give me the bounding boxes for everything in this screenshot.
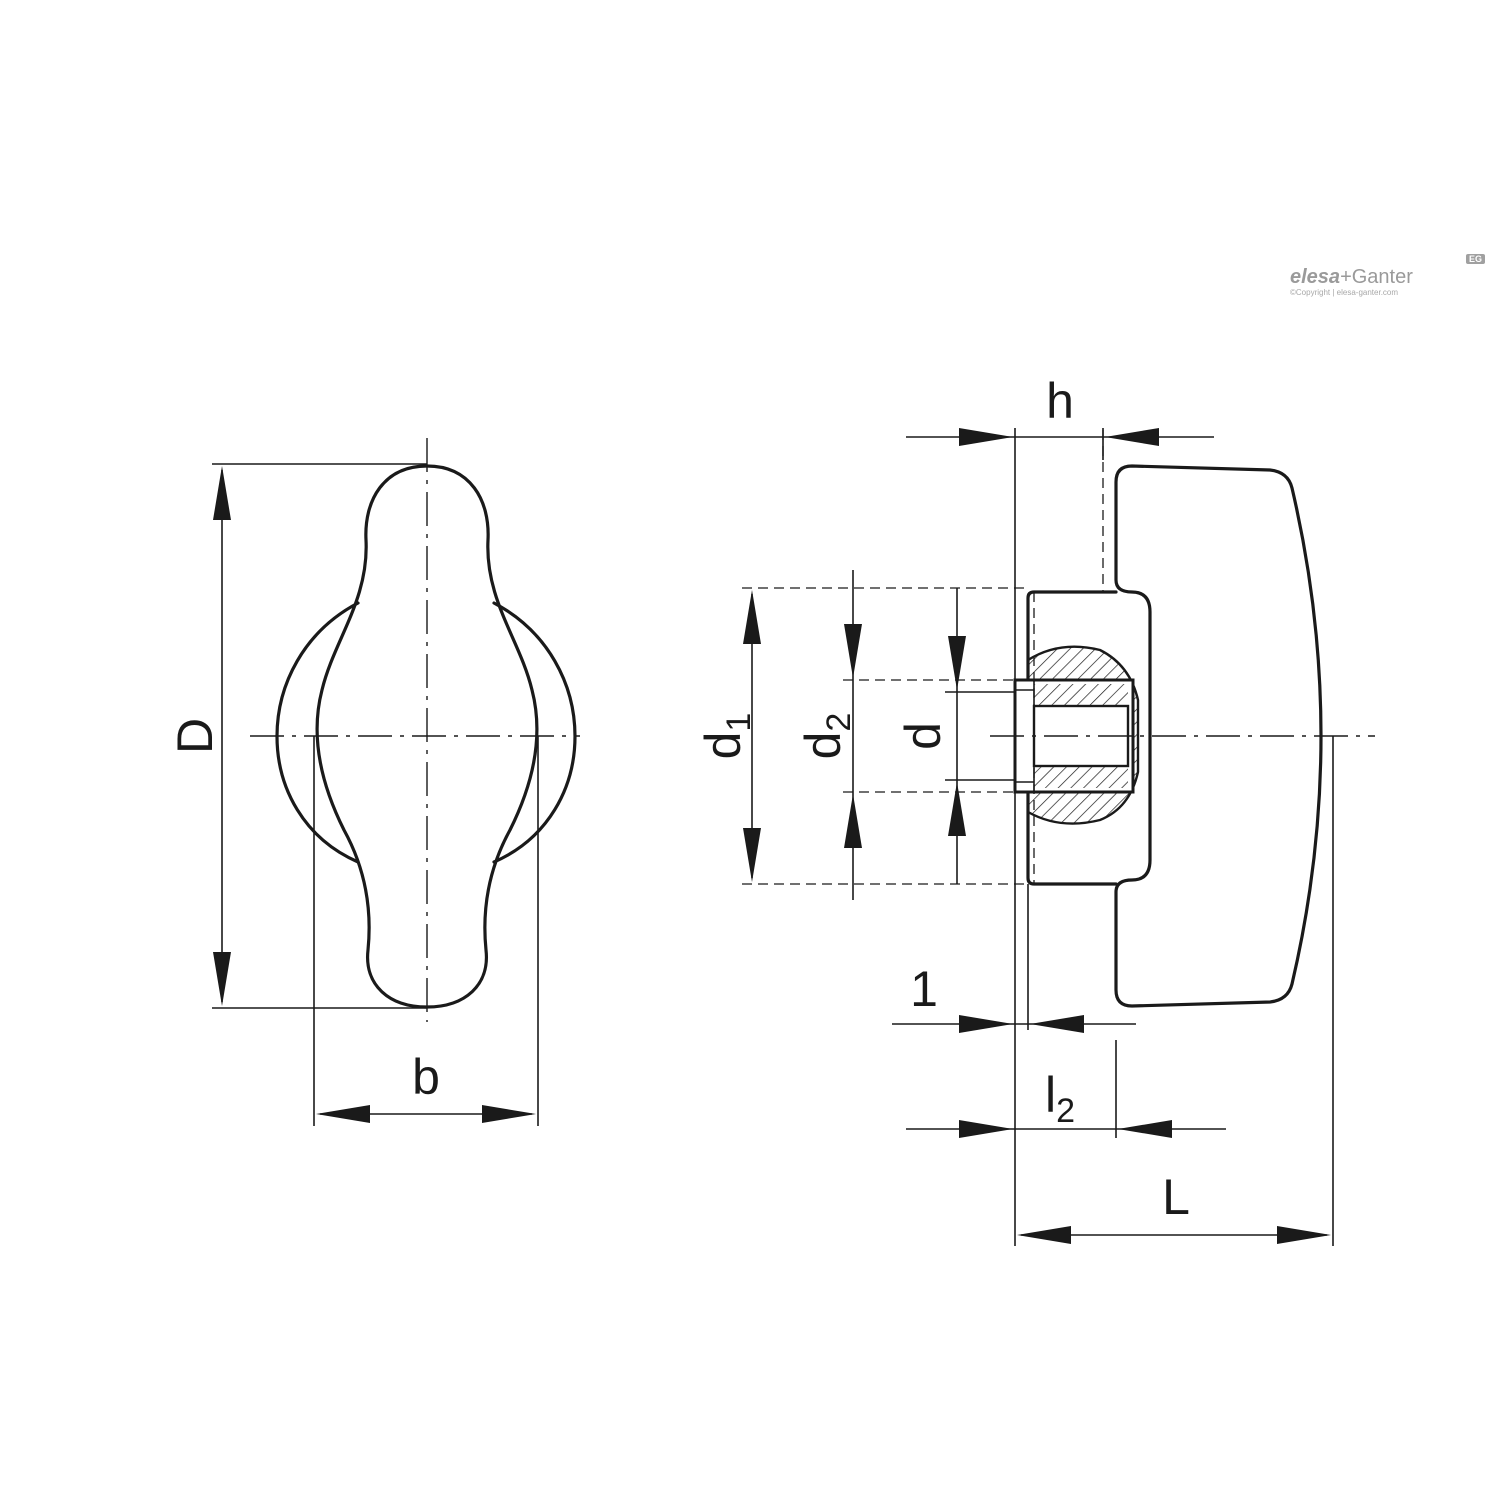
logo-brand-ganter: +Ganter: [1340, 266, 1413, 288]
front-view: [250, 438, 580, 1022]
label-l2-main: l: [1045, 1067, 1056, 1123]
label-b: b: [412, 1049, 440, 1105]
dim-one: 1: [892, 884, 1136, 1033]
label-l2: l2: [1045, 1067, 1075, 1130]
logo-copyright: ©Copyright | elesa-ganter.com: [1290, 288, 1399, 297]
label-h: h: [1046, 373, 1074, 429]
label-L: L: [1162, 1169, 1190, 1225]
logo-brand: elesa+Ganter: [1290, 266, 1500, 289]
dim-d2: d2: [795, 570, 1015, 900]
elesa-ganter-logo: elesa+Ganter ©Copyright | elesa-ganter.c…: [1290, 254, 1500, 316]
dim-h: h: [906, 373, 1214, 680]
dim-d: d: [895, 588, 1015, 884]
label-one: 1: [910, 961, 938, 1017]
label-d1: d1: [695, 713, 758, 760]
label-d1-sub: 1: [720, 713, 758, 732]
side-insert-hatch-top: [1034, 684, 1128, 706]
dim-D: D: [167, 463, 427, 1009]
label-l2-sub: 2: [1056, 1092, 1075, 1130]
dim-d1: d1: [695, 587, 1028, 885]
label-d: d: [895, 722, 951, 750]
label-d1-main: d: [695, 732, 751, 760]
front-hub-right-arc: [492, 601, 577, 864]
label-D: D: [167, 718, 223, 754]
logo-badge: EG: [1466, 254, 1486, 264]
dim-l2: l2: [906, 1040, 1226, 1138]
label-d2: d2: [795, 713, 858, 760]
logo-brand-elesa: elesa: [1290, 266, 1341, 288]
side-knob-head: [1114, 464, 1323, 1008]
label-d2-sub: 2: [820, 713, 858, 732]
side-insert-hatch-bottom: [1034, 766, 1128, 788]
label-d2-main: d: [795, 732, 851, 760]
dim-L: L: [1014, 736, 1334, 1246]
dim-b: b: [313, 736, 539, 1126]
side-view: [990, 430, 1375, 1008]
